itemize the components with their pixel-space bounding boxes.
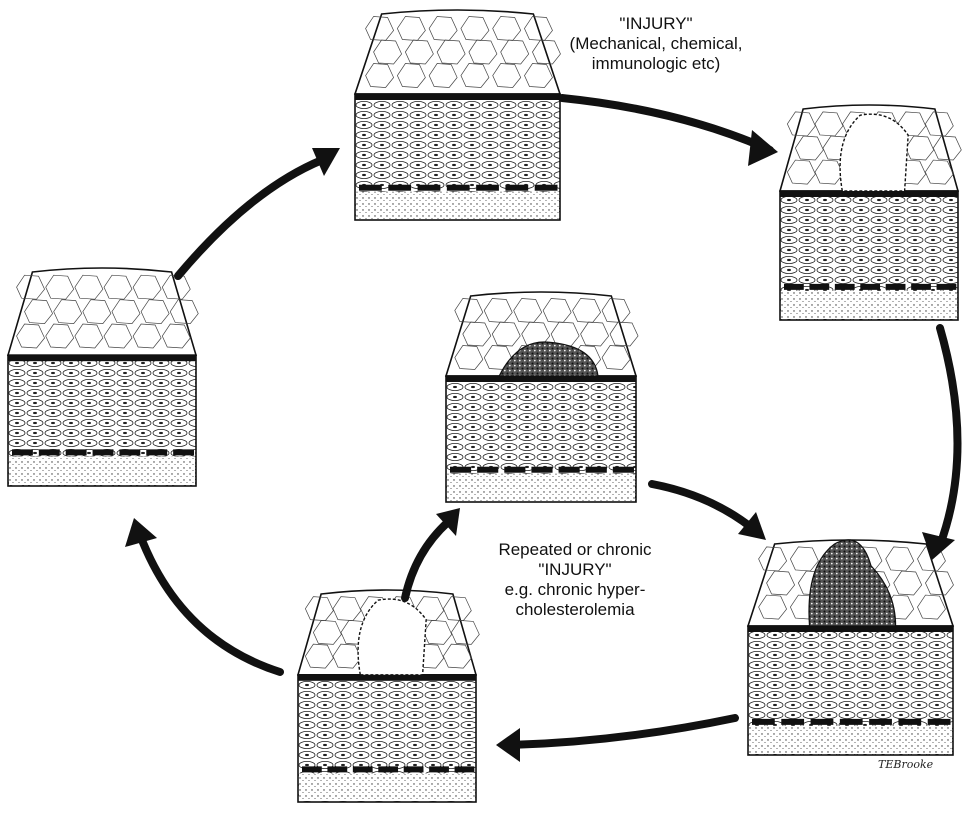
artist-signature: TEBrooke	[878, 758, 934, 771]
injury-annotation-line-1: "INJURY"	[619, 14, 693, 33]
panel-top	[353, 9, 562, 221]
arrow-lower-middle-to-center	[401, 508, 460, 602]
chronic-injury-line-3: e.g. chronic hyper-	[504, 580, 646, 599]
panel-center	[444, 291, 639, 503]
arrow-left-to-top	[174, 148, 340, 280]
injury-annotation-line-2: (Mechanical, chemical,	[569, 34, 743, 53]
arrow-lower-middle-to-left	[125, 518, 284, 676]
injury-annotation-line-3: immunologic etc)	[591, 54, 721, 73]
injury-annotation: "INJURY" (Mechanical, chemical, immunolo…	[556, 14, 756, 74]
arrow-top-to-upper-right	[558, 94, 778, 166]
chronic-injury-line-1: Repeated or chronic	[498, 540, 652, 559]
panel-lower-right	[746, 539, 955, 756]
chronic-injury-line-2: "INJURY"	[538, 560, 612, 579]
chronic-injury-annotation: Repeated or chronic "INJURY" e.g. chroni…	[490, 540, 660, 620]
panel-left	[6, 267, 199, 487]
arrow-center-to-lower-right	[648, 480, 766, 540]
arrow-upper-right-to-lower-right	[922, 324, 962, 560]
panel-upper-right	[778, 104, 962, 321]
chronic-injury-line-4: cholesterolemia	[515, 600, 635, 619]
arrow-lower-right-to-lower-middle	[496, 714, 739, 762]
panel-lower-middle	[296, 589, 480, 803]
